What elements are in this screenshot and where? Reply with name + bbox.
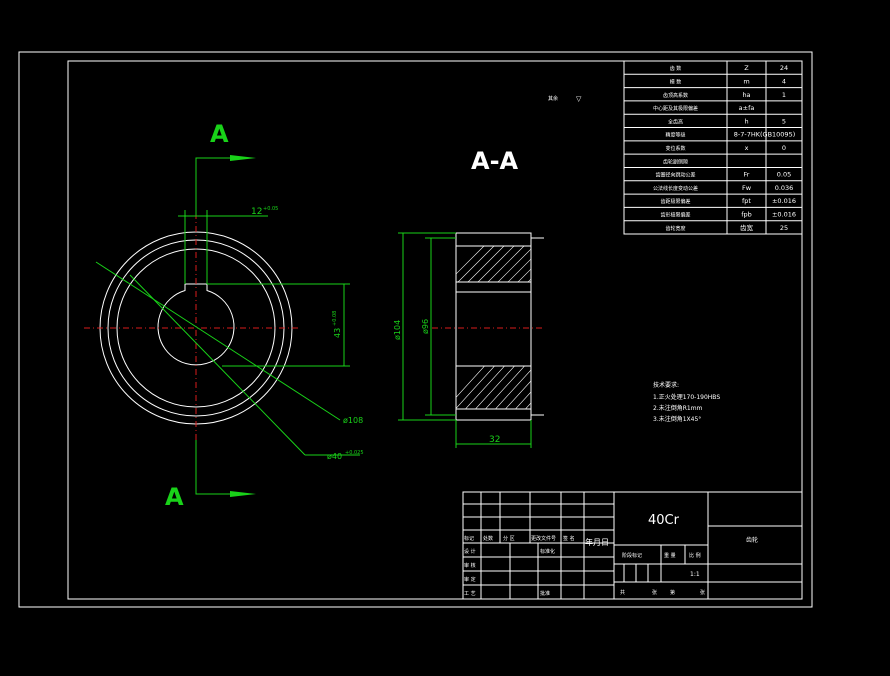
tb-header-2: 处数	[483, 535, 493, 542]
param-name: 中心距及其极限偏差	[653, 105, 698, 112]
roughness-note-label: 其余	[548, 95, 558, 102]
param-table-rows: 齿 数 Z 24 模 数 m 4 齿顶高系数 ha 1 中心距及其极限偏差 a±fa 全齿高 h 5 精度等…	[624, 64, 802, 232]
section-line-bottom	[195, 440, 230, 495]
param-name: 公法线长度变动公差	[653, 185, 698, 192]
tb-stage-mark: 阶段标记	[622, 552, 642, 559]
tb-row-approve: 审 定	[464, 576, 476, 583]
outer-dia-dim: ø108	[343, 416, 363, 425]
front-view	[84, 155, 360, 497]
tb-ratio: 比 例	[689, 552, 701, 559]
tb-sheets-2: 张	[652, 589, 657, 596]
param-symbol: 齿宽	[740, 223, 754, 232]
roughness-note-symbol: ▽	[576, 95, 582, 103]
face-width-dim: 32	[489, 435, 500, 445]
tb-header-6: 年月日	[585, 537, 609, 547]
param-name: 变位系数	[665, 145, 685, 152]
param-value: 0.036	[775, 184, 794, 192]
tb-weight: 重 量	[664, 552, 676, 559]
keyway-depth-tol: +0.08	[332, 311, 338, 326]
param-name: 齿轮副侧隙	[663, 158, 688, 165]
param-symbol: Fw	[742, 184, 752, 192]
tb-header-5: 签 名	[563, 535, 575, 542]
section-letter-bottom: A	[165, 483, 184, 511]
bore-dia-tol: +0.025	[345, 450, 364, 456]
param-symbol: Z	[744, 64, 749, 72]
tech-req-title: 技术要求:	[653, 381, 679, 389]
param-name: 齿距极限偏差	[660, 198, 690, 205]
tb-sheets-1: 共	[620, 589, 625, 596]
tb-row-check: 审 核	[464, 562, 476, 569]
side-inner-dia-dim: ø96	[421, 319, 430, 334]
tb-row-design: 设 计	[464, 548, 476, 555]
param-table-grid	[623, 60, 803, 235]
keyway-depth-dim: 43	[333, 328, 342, 338]
tech-req-item-2: 2.未注倒角R1mm	[653, 404, 703, 412]
bore-dia-dim: ø40	[327, 452, 342, 461]
param-value: 0.05	[777, 171, 791, 179]
param-symbol: m	[743, 77, 749, 85]
param-symbol: h	[744, 117, 748, 125]
tech-req-item-1: 1.正火处理170-190HBS	[653, 393, 720, 401]
param-value: ±0.016	[772, 197, 796, 205]
param-symbol: 8-7-7HK(GB10095)	[734, 131, 796, 139]
hatch-bottom	[456, 366, 531, 409]
section-letter-top: A	[210, 120, 229, 148]
inner-border	[67, 60, 803, 600]
title-block-grid	[462, 491, 803, 600]
param-symbol: a±fa	[739, 104, 755, 112]
section-arrow-bottom	[230, 491, 256, 497]
section-line-top	[195, 157, 230, 215]
material: 40Cr	[648, 513, 680, 528]
tb-approve: 批准	[540, 590, 550, 597]
param-value: 25	[780, 224, 788, 232]
param-name: 精度等级	[665, 132, 685, 139]
od-leader	[95, 261, 341, 421]
tb-header-4: 更改文件号	[531, 535, 556, 542]
keyway-width-tol: +0.05	[263, 206, 278, 212]
tb-standardization: 标准化	[540, 548, 555, 555]
param-value: 24	[780, 64, 788, 72]
param-name: 齿圈径向跳动公差	[655, 172, 695, 179]
param-name: 齿形极限偏差	[660, 212, 690, 219]
tech-req-item-3: 3.未注倒角1X45°	[653, 415, 701, 423]
param-name: 齿轮宽度	[665, 225, 685, 232]
param-name: 齿顶高系数	[663, 92, 688, 99]
section-view	[398, 232, 545, 448]
param-symbol: fpb	[741, 211, 752, 219]
param-symbol: Fr	[744, 171, 750, 179]
param-name: 模 数	[670, 78, 682, 85]
hatch-top	[456, 246, 531, 282]
tb-sheets-3: 第	[670, 589, 675, 596]
param-name: 全齿高	[668, 118, 683, 125]
param-value: 5	[782, 117, 786, 125]
param-value: 0	[782, 144, 786, 152]
keyway-width-dim: 12	[251, 207, 262, 217]
tb-sheets-4: 张	[700, 589, 705, 596]
scale-value: 1:1	[690, 571, 700, 578]
gear-section-outline	[455, 232, 532, 421]
section-arrow-top	[230, 155, 256, 161]
tb-row-process: 工 艺	[464, 591, 476, 597]
param-value: 4	[782, 77, 786, 85]
outer-border	[18, 51, 813, 608]
section-title: A-A	[471, 147, 519, 175]
param-symbol: ha	[742, 91, 750, 99]
tb-header-1: 标记	[464, 535, 474, 542]
tb-header-3: 分 区	[503, 535, 515, 542]
part-name: 齿轮	[746, 536, 758, 544]
param-symbol: fpt	[742, 197, 751, 205]
bore-with-keyway	[157, 283, 235, 366]
bore-leader	[129, 274, 306, 456]
side-outer-dia-dim: ø104	[393, 320, 402, 340]
param-name: 齿 数	[670, 65, 682, 72]
param-value: ±0.016	[772, 211, 796, 219]
param-value: 1	[782, 91, 786, 99]
param-symbol: x	[745, 144, 749, 152]
